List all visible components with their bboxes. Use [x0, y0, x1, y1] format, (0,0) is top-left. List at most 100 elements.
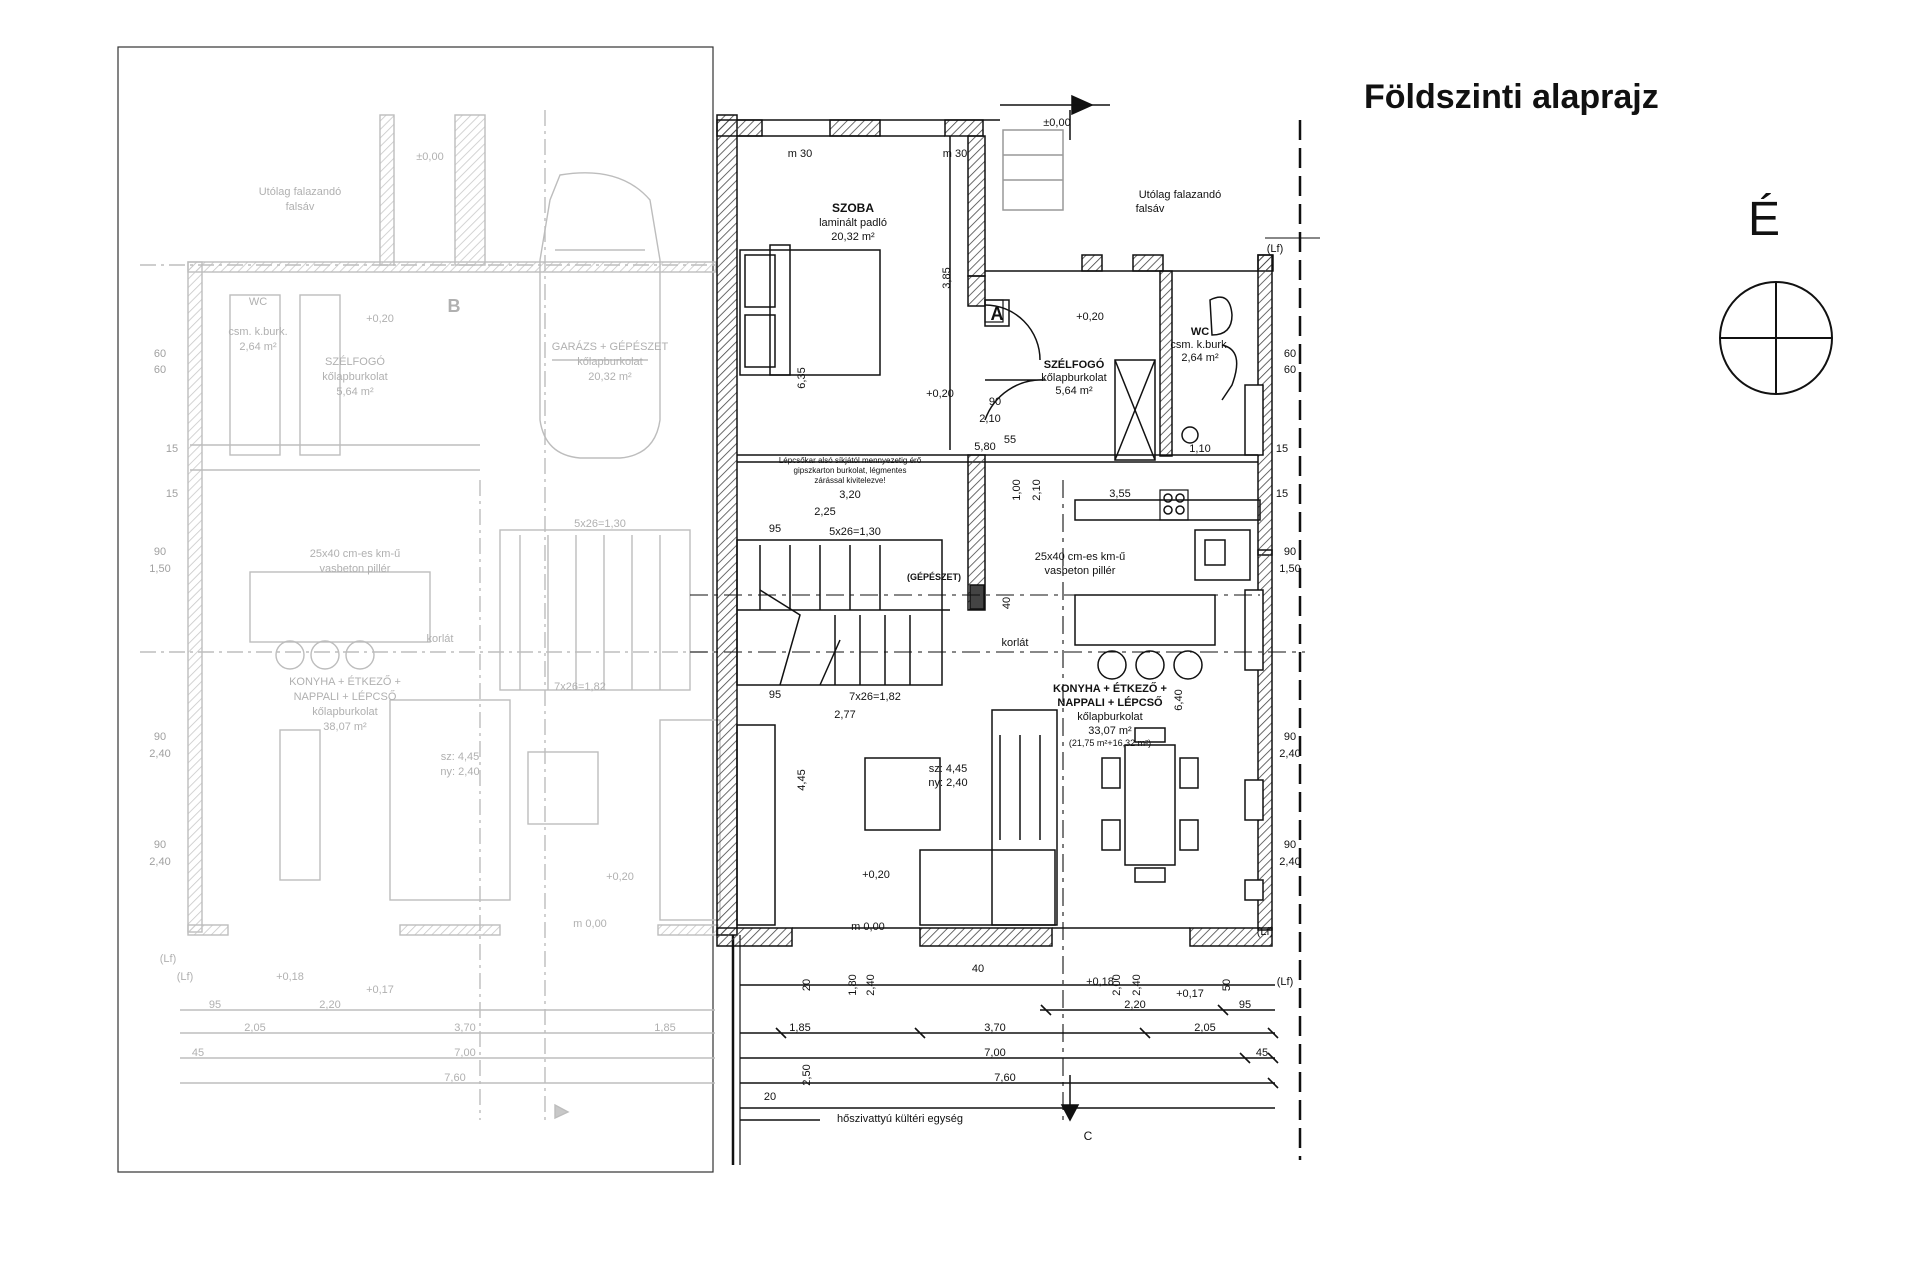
dim-misc-25: 20: [764, 1091, 776, 1103]
ghost-room-konyha-floor: kőlapburkolat: [312, 706, 377, 718]
ghost-note-utolag: Utólag falazandó: [259, 186, 342, 198]
ghost-plan: [117, 46, 721, 1173]
stairs-bottom-dim: 7x26=1,82: [849, 691, 901, 703]
room-szelfogo-name: SZÉLFOGÓ: [1044, 358, 1105, 371]
dim-misc-11: 3,85: [941, 267, 953, 288]
dim-r2-2: 2,05: [1194, 1022, 1215, 1034]
ghost-note-korlat: korlát: [427, 633, 454, 645]
dim-r2-0: 1,85: [789, 1022, 810, 1034]
room-konyha-area-detail: (21,75 m²+16,32 m²): [1069, 738, 1151, 748]
dim-misc-10: 6,40: [1173, 689, 1185, 710]
room-wc-floor: csm. k.burk.: [1170, 339, 1229, 351]
dim-r2-1: 3,70: [984, 1022, 1005, 1034]
side-left-7: 2,40: [149, 748, 170, 760]
ghost-dim-r2-1: 3,70: [454, 1022, 475, 1034]
ghost-ny: ny: 2,40: [440, 766, 479, 778]
ghost-dim-r3-0: 45: [192, 1047, 204, 1059]
dim-misc-5: 55: [1004, 434, 1016, 446]
room-szelfogo-floor: kőlapburkolat: [1041, 372, 1106, 384]
ghost-dim-r2-2: 1,85: [654, 1022, 675, 1034]
marker-a: A: [991, 304, 1004, 324]
note-falsav: falsáv: [1136, 203, 1165, 215]
note-gepeszet: (GÉPÉSZET): [907, 572, 961, 582]
ghost-level-m000: m 0,00: [573, 918, 607, 930]
level-m30b: m 30: [943, 148, 967, 160]
note-piller2: vasbeton pillér: [1045, 565, 1116, 577]
plan-title: Földszinti alaprajz: [1364, 78, 1659, 116]
note-utolag: Utólag falazandó: [1139, 189, 1222, 201]
dim-misc-15: 95: [769, 523, 781, 535]
side-right-8: 2,40: [1279, 748, 1300, 760]
dim-misc-8: 6,35: [796, 367, 808, 388]
wall-szoba-east: [967, 135, 986, 277]
dim-misc-3: 3,55: [1109, 488, 1130, 500]
ghost-marker-b: B: [448, 296, 461, 316]
level-szelfogo: +0,20: [1076, 311, 1104, 323]
dining-table: [1124, 744, 1176, 866]
side-right-5: 90: [1284, 546, 1296, 558]
dim-misc-21: 2,40: [865, 974, 877, 995]
ghost-room-garazs-floor: kőlapburkolat: [577, 356, 642, 368]
level-m30a: m 30: [788, 148, 812, 160]
ny-dim: ny: 2,40: [928, 777, 967, 789]
sz-dim: sz: 4,45: [929, 763, 968, 775]
dim-misc-13: 2,10: [1031, 479, 1043, 500]
main-labels: SZOBA laminált padló 20,32 m² SZÉLFOGÓ k…: [764, 117, 1301, 1143]
marker-c: C: [1084, 1129, 1093, 1143]
note-piller1: 25x40 cm-es km-ű: [1035, 551, 1125, 563]
room-konyha-name: KONYHA + ÉTKEZŐ +: [1053, 682, 1167, 695]
main-stairs: [736, 539, 950, 686]
ghost-room-wc-floor: csm. k.burk.: [228, 326, 287, 338]
side-left-3: 15: [166, 488, 178, 500]
ghost-room-konyha-name: KONYHA + ÉTKEZŐ +: [289, 674, 401, 688]
level-p18: +0,18: [1086, 976, 1114, 988]
ghost-dim-r3-1: 7,00: [454, 1047, 475, 1059]
ghost-room-szelfogo-floor: kőlapburkolat: [322, 371, 387, 383]
ghost-labels: WC csm. k.burk. 2,64 m² SZÉLFOGÓ kőlapbu…: [160, 151, 676, 1084]
dim-misc-4: 5,80: [974, 441, 995, 453]
room-konyha-name2: NAPPALI + LÉPCSŐ: [1057, 696, 1163, 709]
dim-misc-9: 4,45: [796, 769, 808, 790]
note-korlat: korlát: [1002, 637, 1029, 649]
lf-1: (Lf): [1267, 243, 1284, 255]
note-lepcso1: Lépcsőkar alsó síkjától mennyezetig érő: [779, 456, 922, 465]
ghost-room-wc-name: WC: [249, 296, 267, 308]
level-szoba: +0,20: [926, 388, 954, 400]
dim-misc-23: 20: [801, 979, 813, 991]
ghost-lf2: (Lf): [177, 971, 194, 983]
side-left-0: 60: [154, 348, 166, 360]
ghost-note-piller1: 25x40 cm-es km-ű: [310, 548, 400, 560]
lf-3: (Lf): [1277, 976, 1294, 988]
side-right-3: 15: [1276, 443, 1288, 455]
side-left-8: 90: [154, 839, 166, 851]
main-plan: [690, 94, 1833, 1165]
dim-misc-12: 1,00: [1011, 479, 1023, 500]
ghost-level-zero: ±0,00: [416, 151, 443, 163]
ghost-side-labels: 60 60 15 15 90 1,50 90 2,40 90 2,40: [149, 348, 178, 868]
ghost-frame: [117, 46, 714, 1173]
ghost-room-garazs-area: 20,32 m²: [588, 371, 632, 383]
side-right-10: 2,40: [1279, 856, 1300, 868]
level-m000: m 0,00: [851, 921, 885, 933]
north-compass: [1719, 281, 1833, 395]
ghost-level-p20: +0,20: [366, 313, 394, 325]
side-right-4: 15: [1276, 488, 1288, 500]
room-konyha-floor: kőlapburkolat: [1077, 711, 1142, 723]
room-szoba-floor: laminált padló: [819, 217, 887, 229]
ghost-stairs-top: 5x26=1,30: [574, 518, 626, 530]
ghost-room-garazs-name: GARÁZS + GÉPÉSZET: [552, 340, 669, 353]
ghost-stairs-bottom: 7x26=1,82: [554, 681, 606, 693]
ghost-room-konyha-name2: NAPPALI + LÉPCSŐ: [294, 689, 397, 703]
ghost-sz: sz: 4,45: [441, 751, 480, 763]
ghost-dim-r4-0: 7,60: [444, 1072, 465, 1084]
ghost-room-wc-area: 2,64 m²: [239, 341, 277, 353]
dim-misc-1: 2,25: [814, 506, 835, 518]
room-wc-area: 2,64 m²: [1181, 352, 1219, 364]
dim-misc-7: 2,10: [979, 413, 1000, 425]
dim-misc-6: 90: [989, 396, 1001, 408]
dim-misc-24: 2,50: [801, 1064, 813, 1085]
dim-r1-1: 95: [1239, 999, 1251, 1011]
ghost-room-szelfogo-area: 5,64 m²: [336, 386, 374, 398]
side-right-1: 60: [1284, 364, 1296, 376]
